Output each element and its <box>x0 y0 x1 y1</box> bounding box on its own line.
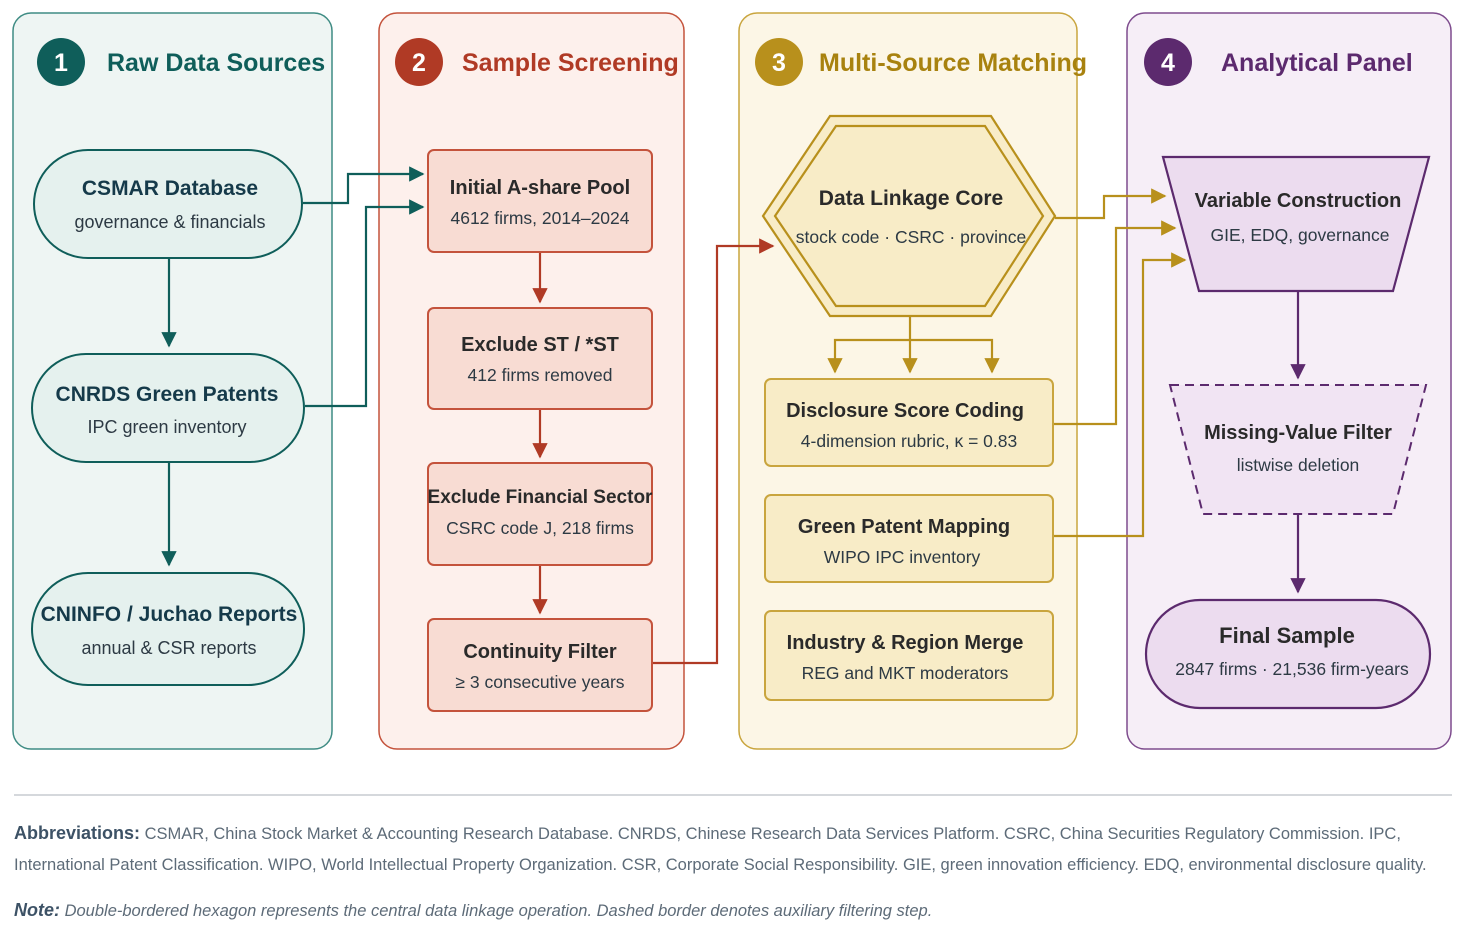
node-subtitle: IPC green inventory <box>87 417 246 437</box>
arrow-patent-to-variable <box>1054 252 1187 538</box>
column-number-badge-4 <box>1144 38 1192 86</box>
node-title: Disclosure Score Coding <box>786 400 1024 422</box>
node-title: CNRDS Green Patents <box>56 383 279 406</box>
column-number-badge-2 <box>395 38 443 86</box>
abbreviations-label: Abbreviations: <box>14 823 141 843</box>
node-initial-pool: Initial A-share Pool 4612 firms, 2014–20… <box>427 149 653 253</box>
column-number-1: 1 <box>54 49 68 77</box>
note-text: Double-bordered hexagon represents the c… <box>64 902 933 920</box>
node-disclosure-score-coding: Disclosure Score Coding 4-dimension rubr… <box>764 378 1054 467</box>
node-final-sample: Final Sample 2847 firms · 21,536 firm-ye… <box>1144 598 1432 710</box>
node-exclude-financial: Exclude Financial Sector CSRC code J, 21… <box>427 462 654 566</box>
abbreviations-note: Abbreviations: CSMAR, China Stock Market… <box>14 818 1434 881</box>
node-title: Continuity Filter <box>463 641 617 663</box>
node-title: CNINFO / Juchao Reports <box>41 603 298 626</box>
node-title: Initial A-share Pool <box>450 177 630 199</box>
node-title: CSMAR Database <box>82 177 258 200</box>
node-missing-value-filter: Missing-Value Filter listwise deletion <box>1168 384 1428 515</box>
column-title-4: Analytical Panel <box>1221 49 1413 77</box>
node-subtitle: listwise deletion <box>1237 455 1360 475</box>
node-title: Industry & Region Merge <box>787 632 1024 654</box>
node-csmar-database: CSMAR Database governance & financials <box>33 149 303 259</box>
node-subtitle: 4612 firms, 2014–2024 <box>450 208 629 228</box>
note-label: Note: <box>14 900 60 920</box>
node-title: Missing-Value Filter <box>1204 422 1392 444</box>
node-green-patent-mapping: Green Patent Mapping WIPO IPC inventory <box>764 494 1054 583</box>
node-subtitle: WIPO IPC inventory <box>824 547 981 567</box>
node-title: Exclude ST / *ST <box>461 334 619 356</box>
node-continuity-filter: Continuity Filter ≥ 3 consecutive years <box>427 618 653 712</box>
arrow-cnrds-to-pool <box>305 199 425 408</box>
arrow-continuity-to-linkage <box>653 238 775 665</box>
node-industry-region-merge: Industry & Region Merge REG and MKT mode… <box>764 610 1054 701</box>
node-cninfo-reports: CNINFO / Juchao Reports annual & CSR rep… <box>31 572 305 686</box>
node-subtitle: 412 firms removed <box>468 365 613 385</box>
node-title: Variable Construction <box>1195 190 1402 212</box>
node-title: Exclude Financial Sector <box>428 487 654 508</box>
node-exclude-st: Exclude ST / *ST 412 firms removed <box>427 307 653 410</box>
node-subtitle: CSRC code J, 218 firms <box>446 518 634 538</box>
node-variable-construction: Variable Construction GIE, EDQ, governan… <box>1161 155 1431 293</box>
arrow-linkage-left <box>827 338 910 374</box>
node-subtitle: stock code · CSRC · province <box>796 227 1027 247</box>
node-subtitle: REG and MKT moderators <box>802 663 1009 683</box>
arrow-disclosure-to-variable <box>1054 220 1177 426</box>
node-title: Green Patent Mapping <box>798 516 1010 538</box>
node-data-linkage-core: Data Linkage Core stock code · CSRC · pr… <box>761 114 1057 318</box>
column-number-2: 2 <box>412 49 426 77</box>
figure-note: Note: Double-bordered hexagon represents… <box>14 895 1434 927</box>
column-title-3: Multi-Source Matching <box>819 49 1087 77</box>
node-subtitle: annual & CSR reports <box>81 638 256 658</box>
column-number-badge-3 <box>755 38 803 86</box>
node-cnrds-green-patents: CNRDS Green Patents IPC green inventory <box>31 353 305 463</box>
column-number-3: 3 <box>772 49 786 77</box>
column-number-4: 4 <box>1161 49 1175 77</box>
abbreviations-text: CSMAR, China Stock Market & Accounting R… <box>14 825 1427 874</box>
node-subtitle: 2847 firms · 21,536 firm-years <box>1175 659 1409 679</box>
arrow-linkage-to-variable <box>1055 188 1167 220</box>
column-number-badge-1 <box>37 38 85 86</box>
node-title: Data Linkage Core <box>819 187 1003 210</box>
arrow-linkage-right <box>910 338 1000 374</box>
node-subtitle: 4-dimension rubric, κ = 0.83 <box>801 431 1017 451</box>
arrow-csmar-to-pool <box>303 166 425 205</box>
node-subtitle: ≥ 3 consecutive years <box>455 672 624 692</box>
column-title-2: Sample Screening <box>462 49 679 77</box>
node-title: Final Sample <box>1219 623 1355 648</box>
node-subtitle: governance & financials <box>74 212 265 232</box>
column-title-1: Raw Data Sources <box>107 49 325 77</box>
node-subtitle: GIE, EDQ, governance <box>1211 225 1390 245</box>
